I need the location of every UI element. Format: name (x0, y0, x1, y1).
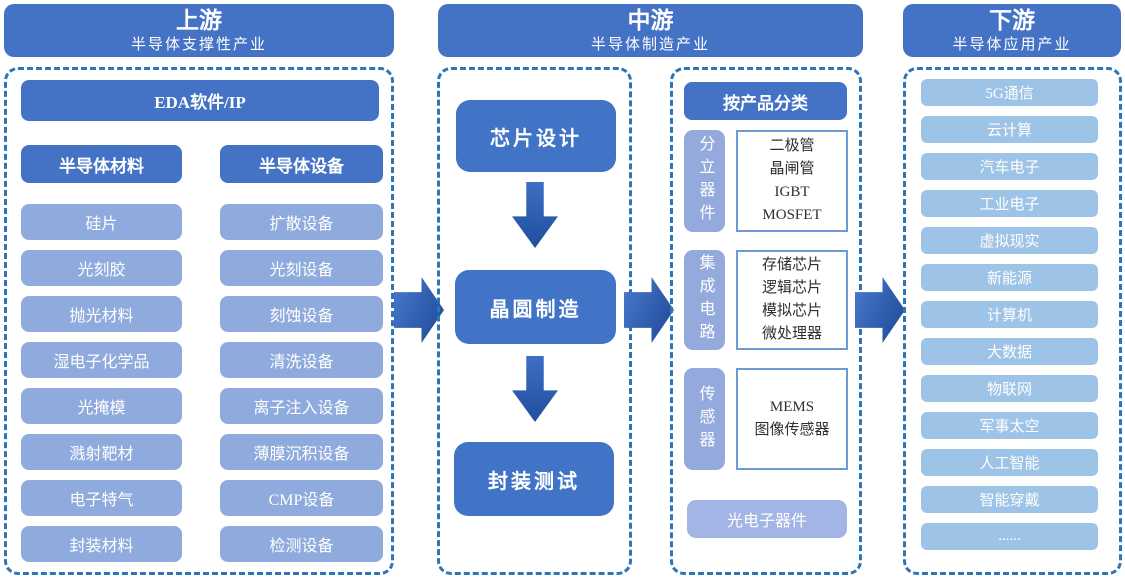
application-item: 云计算 (921, 116, 1098, 143)
equipment-item: CMP设备 (220, 480, 383, 516)
material-item: 封装材料 (21, 526, 182, 562)
equipment-item: 扩散设备 (220, 204, 383, 240)
sensor-item: 图像传感器 (754, 422, 830, 438)
application-item: 人工智能 (921, 449, 1098, 476)
chip-design-box: 芯片设计 (456, 100, 616, 172)
downstream-subtitle: 半导体应用产业 (952, 37, 1072, 53)
equipment-item: 清洗设备 (220, 342, 383, 378)
material-item: 溅射靶材 (21, 434, 182, 470)
ic-item: 微处理器 (761, 326, 822, 342)
upstream-subtitle: 半导体支撑性产业 (130, 37, 267, 53)
material-item: 电子特气 (21, 480, 182, 516)
material-item: 光刻胶 (21, 250, 182, 286)
midstream-to-downstream-arrow-icon (855, 277, 905, 343)
midstream-title: 中游 (627, 8, 674, 33)
optoelectronics-bar: 光电子器件 (687, 500, 847, 538)
equipment-list: 扩散设备 光刻设备 刻蚀设备 清洗设备 离子注入设备 薄膜沉积设备 CMP设备 … (220, 204, 383, 562)
package-test-box: 封装测试 (454, 442, 614, 516)
discrete-item: IGBT (774, 184, 810, 200)
applications-list: 5G通信 云计算 汽车电子 工业电子 虚拟现实 新能源 计算机 大数据 物联网 … (921, 79, 1098, 550)
midstream-subtitle: 半导体制造产业 (590, 37, 710, 53)
downstream-panel (903, 67, 1122, 575)
discrete-devices-box: 二极管 晶闸管 IGBT MOSFET (736, 130, 848, 232)
sensor-label: 传感器 (684, 368, 725, 470)
equipment-item: 离子注入设备 (220, 388, 383, 424)
equipment-item: 刻蚀设备 (220, 296, 383, 332)
equipment-item: 光刻设备 (220, 250, 383, 286)
discrete-devices-label: 分立器件 (684, 130, 725, 232)
ic-item: 逻辑芯片 (761, 280, 822, 296)
equipment-header-bar: 半导体设备 (220, 145, 383, 183)
application-item: 智能穿戴 (921, 486, 1098, 513)
discrete-item: 二极管 (769, 138, 815, 154)
eda-software-ip-bar: EDA软件/IP (21, 80, 379, 121)
classification-header-bar: 按产品分类 (684, 82, 847, 120)
application-item: 物联网 (921, 375, 1098, 402)
application-item: 军事太空 (921, 412, 1098, 439)
downstream-title: 下游 (989, 8, 1035, 33)
material-item: 抛光材料 (21, 296, 182, 332)
upstream-header: 上游 半导体支撑性产业 (4, 4, 394, 57)
discrete-item: 晶闸管 (769, 161, 815, 177)
sensor-box: MEMS 图像传感器 (736, 368, 848, 470)
material-item: 硅片 (21, 204, 182, 240)
discrete-item: MOSFET (762, 207, 822, 223)
downstream-header: 下游 半导体应用产业 (903, 4, 1121, 57)
integrated-circuit-label: 集成电路 (684, 250, 725, 350)
application-item: 汽车电子 (921, 153, 1098, 180)
wafer-fabrication-box: 晶圆制造 (455, 270, 616, 344)
materials-header-bar: 半导体材料 (21, 145, 182, 183)
application-item: 工业电子 (921, 190, 1098, 217)
integrated-circuit-box: 存储芯片 逻辑芯片 模拟芯片 微处理器 (736, 250, 848, 350)
upstream-title: 上游 (176, 8, 222, 33)
material-item: 湿电子化学品 (21, 342, 182, 378)
application-item: 大数据 (921, 338, 1098, 365)
upstream-panel (4, 67, 394, 575)
application-item: 计算机 (921, 301, 1098, 328)
ic-item: 模拟芯片 (761, 303, 822, 319)
application-item: 新能源 (921, 264, 1098, 291)
material-item: 光掩模 (21, 388, 182, 424)
equipment-item: 检测设备 (220, 526, 383, 562)
materials-list: 硅片 光刻胶 抛光材料 湿电子化学品 光掩模 溅射靶材 电子特气 封装材料 (21, 204, 182, 562)
application-item: ...... (921, 523, 1098, 550)
equipment-item: 薄膜沉积设备 (220, 434, 383, 470)
midstream-header: 中游 半导体制造产业 (438, 4, 863, 57)
ic-item: 存储芯片 (761, 257, 822, 273)
application-item: 5G通信 (921, 79, 1098, 106)
sensor-item: MEMS (769, 399, 815, 415)
application-item: 虚拟现实 (921, 227, 1098, 254)
